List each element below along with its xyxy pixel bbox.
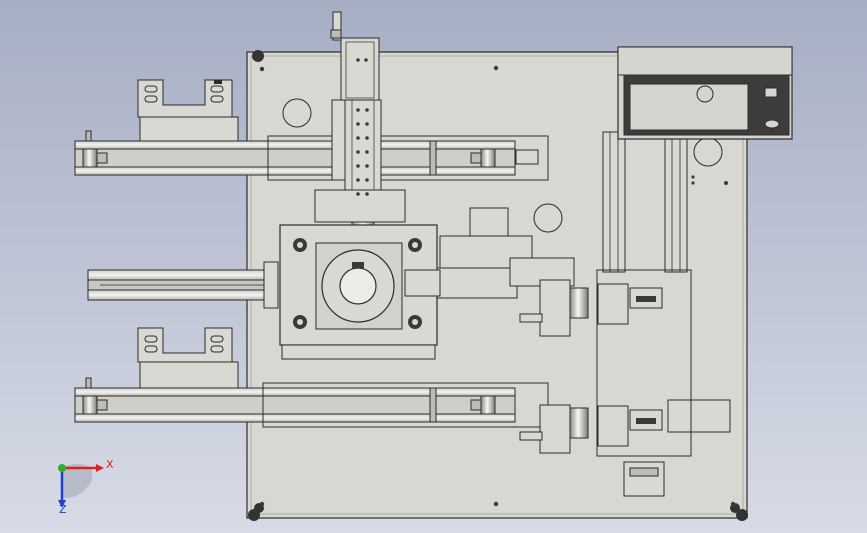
horizontal-linear-axis — [87, 261, 279, 309]
vertical-axis-screws — [356, 58, 369, 196]
gripper-arm — [404, 207, 663, 337]
control-box — [617, 46, 793, 140]
lower-gripper — [519, 399, 731, 497]
view-triad: X Z — [58, 458, 114, 516]
upper-conveyor — [74, 79, 549, 181]
right-gantry — [596, 131, 692, 457]
lower-conveyor — [74, 327, 549, 428]
x-axis-label: X — [106, 458, 114, 471]
plate-holes — [282, 98, 723, 233]
z-axis-label: Z — [59, 503, 67, 516]
